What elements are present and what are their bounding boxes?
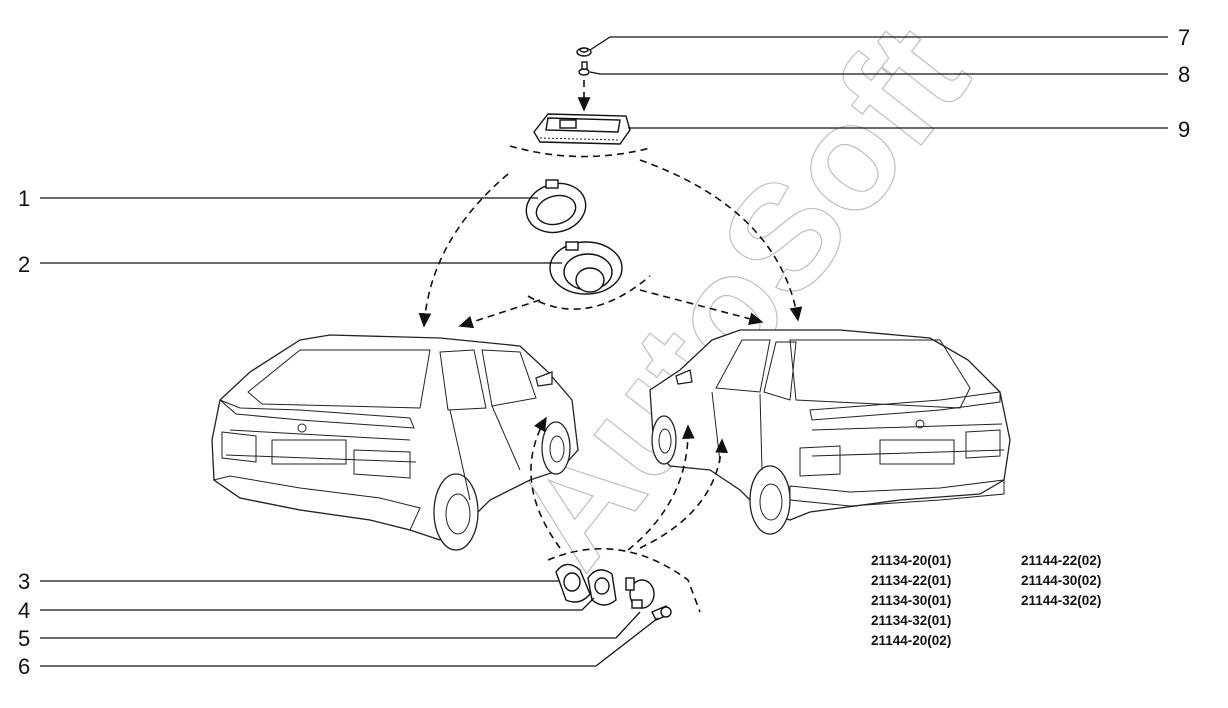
callout-7: 7: [1178, 25, 1190, 50]
model-code: 21144-30(02): [1021, 573, 1102, 588]
callout-5: 5: [18, 626, 30, 651]
watermark: AutoSoft: [477, 0, 999, 596]
right-car-illustration: [649, 329, 1011, 535]
callout-8: 8: [1178, 62, 1190, 87]
model-applicability-list: 21134-20(01) 21144-22(02) 21134-22(01) 2…: [871, 551, 1171, 651]
callout-4: 4: [18, 598, 30, 623]
part-1-lamp-housing: [525, 179, 587, 234]
part-4-gasket: [587, 569, 617, 606]
callout-9: 9: [1178, 117, 1190, 142]
part-8-screw: [578, 61, 590, 76]
part-5-door-switch: [625, 577, 655, 609]
part-2-lamp-body: [549, 241, 623, 295]
callout-2: 2: [18, 252, 30, 277]
callout-3: 3: [18, 569, 30, 594]
callout-labels: 1 2 3 4 5 6 7 8 9: [18, 25, 1190, 679]
model-code: 21144-22(02): [1021, 553, 1102, 568]
model-code: 21134-30(01): [871, 593, 952, 608]
model-code: 21144-20(02): [871, 633, 952, 648]
left-car-illustration: [211, 334, 579, 551]
callout-6: 6: [18, 654, 30, 679]
model-code: 21144-32(02): [1021, 593, 1102, 608]
part-9-interior-lamp: [533, 113, 631, 145]
model-code: 21134-22(01): [871, 573, 952, 588]
part-6-screw: [651, 605, 672, 621]
assembly-arrows: [418, 80, 803, 613]
model-code: 21134-20(01): [871, 553, 952, 568]
leader-lines: [40, 36, 1168, 667]
part-3-grommet: [555, 563, 591, 603]
callout-1: 1: [18, 186, 30, 211]
model-code: 21134-32(01): [871, 613, 952, 628]
part-7-cap: [576, 47, 592, 57]
